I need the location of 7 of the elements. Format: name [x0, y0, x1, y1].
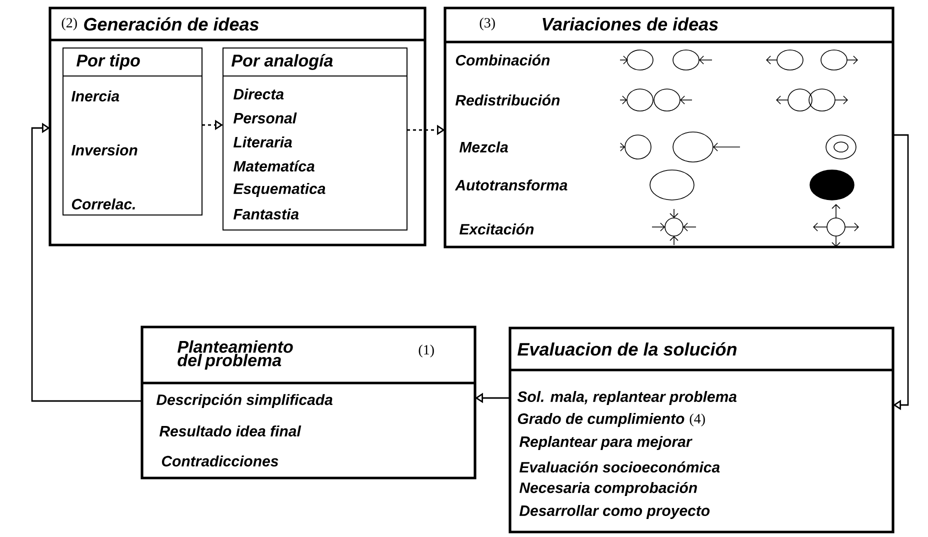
arrow [893, 134, 909, 410]
list-box: Por analogía Directa Personal Literaria Matematíca Esquematica Fantastia [222, 48, 408, 230]
process-box: Evaluacion de la solución Sol. mala, replantear problema Grado de cumplimiento (4) Replantear para mejorar Evaluación socioeconómica Necesaria comprobación Desarrollar como proyecto [508, 326, 894, 534]
symbol-table-box: (3) Variaciones de ideas Combinación Redistribución Mezcla Autotransforma Excitación [444, 6, 894, 248]
arrow [31, 122, 142, 402]
process-box: Planteamiento del problema (1) Descripción simplificada Resultado idea final Contradicciones [140, 326, 476, 480]
list-box: Por tipo Inercia Inversion Correlac. [62, 48, 202, 216]
